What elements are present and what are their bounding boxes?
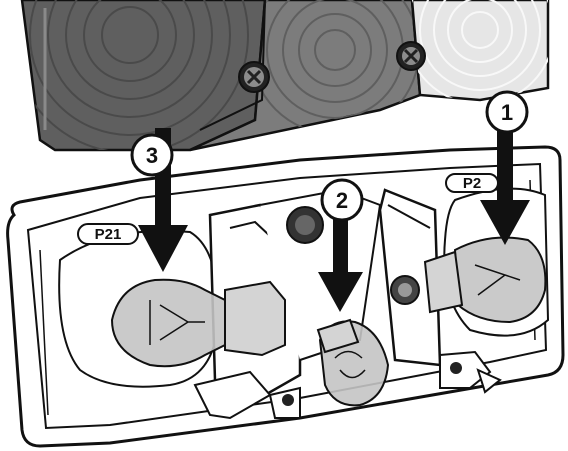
callout-step-2: 2 [322,180,362,220]
callout-number: 1 [501,100,513,125]
housing-screw-left [239,62,269,92]
label-tag-p2: P2 [446,174,498,192]
lamp-housing [12,0,554,153]
callout-number: 3 [146,143,158,168]
bulb-p21-left [112,280,285,367]
bulb-p2-glass [455,238,545,322]
bulb-p21-glass [112,280,225,367]
callout-step-1: 1 [487,92,527,132]
bulb-p21-base [225,282,285,355]
bulb-type-label-p2: P2 [463,175,481,192]
callout-number: 2 [336,188,348,213]
bulb-type-label-p21: P21 [95,226,122,243]
callout-step-3: 3 [132,135,172,175]
housing-screw-right [397,42,425,70]
label-tag-p21: P21 [78,224,138,244]
housing-segment-right [406,0,554,104]
bulb-p2-base [425,252,462,312]
housing-segment-left [12,0,265,153]
